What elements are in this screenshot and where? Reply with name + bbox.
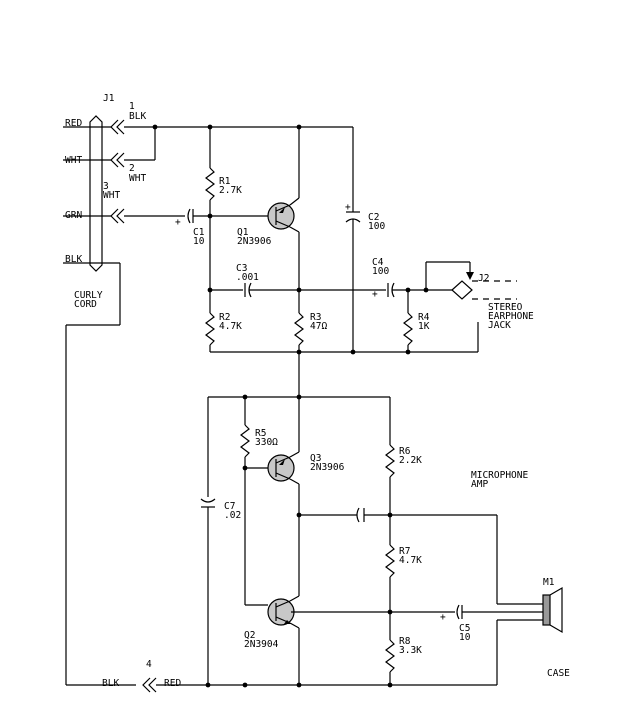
r4-ref: R4	[418, 312, 430, 323]
c7-capacitor	[200, 498, 216, 508]
j2-label-2: EARPHONE	[488, 311, 534, 322]
r1-resistor	[205, 167, 215, 201]
c5-ref: C5	[459, 623, 470, 634]
r4-value: 1K	[418, 321, 430, 332]
j1-connector-body	[89, 115, 103, 272]
r5-resistor	[240, 424, 250, 458]
curly-cord-label-2: CORD	[74, 299, 97, 310]
c2-ref: C2	[368, 212, 379, 223]
q1-ref: Q1	[237, 227, 249, 238]
j2-label-3: JACK	[488, 320, 511, 331]
pin4-connector	[142, 677, 157, 693]
r7-resistor	[385, 544, 395, 578]
q2-transistor	[267, 598, 295, 626]
r5-value: 330Ω	[255, 437, 278, 448]
r6-resistor	[385, 444, 395, 478]
section-label-1: MICROPHONE	[471, 470, 528, 481]
c3-value: .001	[236, 272, 259, 283]
pin4-num: 4	[146, 659, 152, 670]
c1-capacitor	[187, 208, 194, 224]
c5-capacitor	[456, 604, 463, 620]
wire-grn-label: GRN	[65, 210, 82, 221]
c4-ref: C4	[372, 257, 384, 268]
coupling-capacitor	[356, 507, 365, 523]
q1-part: 2N3906	[237, 236, 272, 247]
r2-value: 4.7K	[219, 321, 242, 332]
wire-red-label: RED	[65, 118, 82, 129]
r6-ref: R6	[399, 446, 411, 457]
c2-value: 100	[368, 221, 385, 232]
q3-transistor	[267, 454, 295, 482]
r4-resistor	[403, 312, 413, 346]
j2-jack	[425, 261, 517, 300]
c5-value: 10	[459, 632, 471, 643]
r2-ref: R2	[219, 312, 230, 323]
q1-transistor	[267, 202, 295, 230]
c2-plus: +	[345, 202, 351, 213]
wire-wht-label: WHT	[65, 155, 82, 166]
r1-ref: R1	[219, 176, 231, 187]
r2-resistor	[205, 312, 215, 346]
j1-pin3-num: 3	[103, 181, 109, 192]
r3-value: 47Ω	[310, 321, 327, 332]
m1-microphone	[542, 586, 563, 634]
r1-value: 2.7K	[219, 185, 242, 196]
c4-plus: +	[372, 289, 378, 300]
case-label: CASE	[547, 668, 570, 679]
section-label-2: AMP	[471, 479, 488, 490]
r3-ref: R3	[310, 312, 321, 323]
q3-ref: Q3	[310, 453, 321, 464]
r3-resistor	[294, 312, 304, 346]
q3-part: 2N3906	[310, 462, 345, 473]
c3-ref: C3	[236, 263, 247, 274]
curly-cord-label-1: CURLY	[74, 290, 103, 301]
j2-ref: J2	[478, 273, 489, 284]
j1-pin2-color: WHT	[129, 173, 146, 184]
j1-pin2-num: 2	[129, 163, 135, 174]
c1-plus: +	[175, 217, 181, 228]
r7-ref: R7	[399, 546, 410, 557]
c7-ref: C7	[224, 501, 235, 512]
j1-pin1-color: BLK	[129, 111, 146, 122]
j1-pin1-num: 1	[129, 101, 135, 112]
wire-blk-label: BLK	[65, 254, 82, 265]
c5-plus: +	[440, 612, 446, 623]
r8-ref: R8	[399, 636, 411, 647]
c7-value: .02	[224, 510, 241, 521]
j1-pin3-color: WHT	[103, 190, 120, 201]
r6-value: 2.2K	[399, 455, 422, 466]
r8-resistor	[385, 639, 395, 673]
c1-ref: C1	[193, 227, 205, 238]
r7-value: 4.7K	[399, 555, 422, 566]
r5-ref: R5	[255, 428, 266, 439]
r8-value: 3.3K	[399, 645, 422, 656]
j1-label: J1	[103, 93, 115, 104]
pin4-right-color: RED	[164, 678, 181, 689]
pin4-left-color: BLK	[102, 678, 119, 689]
j2-label-1: STEREO	[488, 302, 523, 313]
q2-ref: Q2	[244, 630, 255, 641]
c1-value: 10	[193, 236, 205, 247]
c4-value: 100	[372, 266, 389, 277]
q2-part: 2N3904	[244, 639, 279, 650]
m1-ref: M1	[543, 577, 555, 588]
